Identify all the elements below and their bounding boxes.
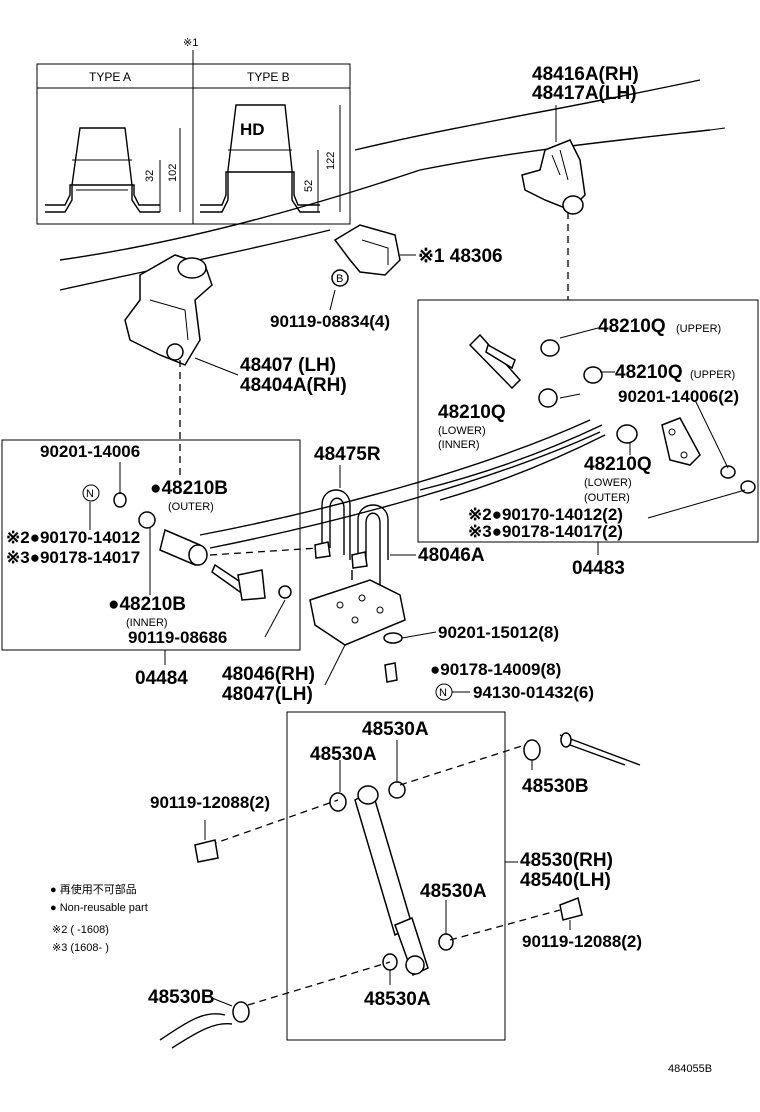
label-48210q-upper-1: 48210Q — [598, 316, 666, 337]
label-90178-14017: ※3●90178-14017 — [6, 548, 140, 567]
label-90119-12088-left: 90119-12088(2) — [150, 793, 270, 812]
label-94130-01432: 94130-01432(6) — [473, 683, 594, 702]
label-90119-12088-right: 90119-12088(2) — [522, 932, 642, 951]
label-90178-14017-2: ※3●90178-14017(2) — [468, 522, 623, 541]
note-inner: (INNER) — [126, 617, 168, 629]
label-48530a-bottom: 48530A — [364, 989, 431, 1010]
note-lower-outer-2: (OUTER) — [584, 492, 630, 504]
label-48530a-mid: 48530A — [420, 881, 487, 902]
type-a-label: TYPE A — [89, 70, 131, 84]
note-outer: (OUTER) — [168, 501, 214, 513]
star1-marker: ※1 — [183, 37, 198, 49]
shock-bolts — [194, 820, 583, 930]
legend-note-2: ※2 ( -1608) — [52, 924, 109, 936]
label-48416a: 48416A(RH) — [532, 64, 639, 85]
n-mark-left: N — [86, 488, 94, 500]
label-48530a-left: 48530A — [310, 744, 377, 765]
front-bushing-parts: N — [82, 462, 292, 665]
label-48530b-right: 48530B — [522, 776, 589, 797]
hd-mark: HD — [240, 120, 265, 139]
upper-mount-right — [523, 732, 641, 770]
label-90178-14009: ●90178-14009(8) — [430, 660, 561, 679]
label-90119-08686: 90119-08686 — [128, 628, 227, 647]
label-48046: 48046(RH) — [222, 664, 315, 685]
label-48530b-left: 48530B — [148, 987, 215, 1008]
note-lower-inner-1: (LOWER) — [438, 425, 486, 437]
label-48417a: 48417A(LH) — [532, 83, 637, 104]
label-48210q-upper-2: 48210Q — [615, 362, 683, 383]
label-48210q-lower-outer: 48210Q — [584, 454, 652, 475]
label-48407: 48407 (LH) — [240, 355, 336, 376]
label-48475r: 48475R — [314, 444, 381, 465]
label-48210b-inner: ●48210B — [108, 594, 186, 615]
dim-a-102: 102 — [167, 164, 179, 182]
legend: ● 再使用不可部品 ● Non-reusable part ※2 ( -1608… — [50, 882, 148, 954]
type-b-label: TYPE B — [247, 70, 290, 84]
u-bolt-assembly — [314, 465, 416, 585]
label-90201-14006-2: 90201-14006(2) — [618, 387, 739, 406]
label-90119-08834: 90119-08834(4) — [270, 312, 390, 331]
shock-absorber-box — [286, 711, 506, 1041]
spring-seat-plate — [309, 579, 437, 686]
kit-box-04483 — [417, 299, 759, 543]
note-lower-inner-2: (INNER) — [438, 439, 480, 451]
note-upper-2: (UPPER) — [690, 369, 735, 381]
label-48404a: 48404A(RH) — [240, 375, 347, 396]
spring-bracket-48306: B — [329, 224, 416, 311]
label-90170-14012-2: ※2●90170-14012(2) — [468, 505, 623, 524]
note-lower-outer-1: (LOWER) — [584, 477, 632, 489]
label-48046a: 48046A — [418, 545, 485, 566]
dim-a-32: 32 — [144, 170, 156, 182]
label-48210b-outer: ●48210B — [150, 478, 228, 499]
label-48530a-top: 48530A — [362, 719, 429, 740]
legend-note-3: ※3 (1608- ) — [52, 942, 109, 954]
label-48530-rh: 48530(RH) — [520, 850, 613, 871]
label-48210q-lower-inner: 48210Q — [438, 402, 506, 423]
type-inset: ※1 TYPE A TYPE B 32 102 HD 52 122 — [36, 37, 351, 225]
label-04483: 04483 — [572, 558, 625, 579]
label-90201-14006: 90201-14006 — [40, 442, 140, 461]
label-48047: 48047(LH) — [222, 684, 313, 705]
dim-b-52: 52 — [303, 180, 315, 192]
front-hanger-bracket — [124, 254, 239, 480]
label-48306: ※1 48306 — [418, 246, 503, 267]
label-48540-lh: 48540(LH) — [520, 870, 611, 891]
bolt-b-mark: B — [336, 273, 343, 285]
shock-absorber — [209, 740, 561, 1006]
legend-non-reusable-jp: ● 再使用不可部品 — [50, 882, 137, 896]
leaf-spring — [199, 419, 606, 556]
dim-b-122: 122 — [325, 152, 337, 170]
label-90170-14012: ※2●90170-14012 — [6, 528, 140, 547]
svg-text:N: N — [439, 687, 447, 699]
diagram-id: 484055B — [668, 1063, 712, 1075]
label-90201-15012: 90201-15012(8) — [438, 623, 559, 642]
lower-mount-left — [159, 997, 250, 1049]
kit-box-04484 — [1, 439, 301, 651]
frame-rail-lines — [59, 79, 726, 291]
shackle-parts-right — [468, 327, 756, 555]
label-04484: 04484 — [135, 668, 188, 689]
rear-hanger-bracket — [521, 105, 586, 300]
note-upper-1: (UPPER) — [676, 323, 721, 335]
legend-non-reusable-en: ● Non-reusable part — [50, 902, 148, 914]
